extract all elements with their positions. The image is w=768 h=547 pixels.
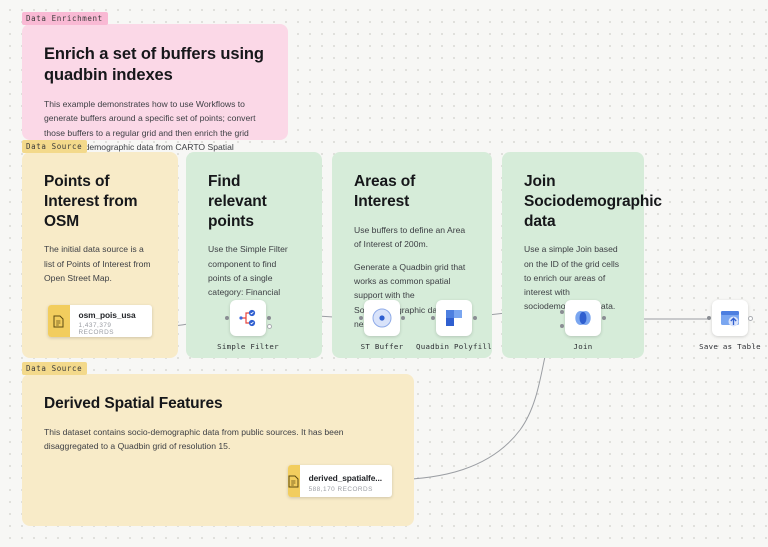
- node-label-simple-filter: Simple Filter: [217, 342, 279, 351]
- panel-derived-spatial-features[interactable]: Data Source Derived Spatial Features Thi…: [22, 362, 414, 526]
- node-output-port-quadbin-polyfill[interactable]: [473, 316, 477, 320]
- panel-body-find-relevant-points: Use the Simple Filter component to find …: [208, 242, 300, 299]
- source-card-derived-spatialfe[interactable]: derived_spatialfe... 588,170 RECORDS: [288, 465, 392, 497]
- node-box-save-as-table[interactable]: [712, 300, 748, 336]
- node-output-port-save-as-table[interactable]: [748, 316, 753, 321]
- node-box-simple-filter[interactable]: [230, 300, 266, 336]
- quadbin-grid-icon: [446, 310, 462, 326]
- source-count-derived-spatialfe: 588,170 RECORDS: [308, 485, 373, 493]
- node-join[interactable]: Join: [560, 300, 606, 351]
- panel-body-find-relevant-points-text: Use the Simple Filter component to find …: [208, 244, 288, 297]
- node-output-port-2-simple-filter[interactable]: [267, 324, 272, 329]
- source-name-osm-pois-usa: osm_pois_usa: [78, 309, 136, 320]
- panel-body-points-of-interest: The initial data source is a list of Poi…: [44, 244, 151, 283]
- panel-title-points-of-interest: Points of Interest from OSM: [44, 173, 138, 230]
- node-label-save-as-table: Save as Table: [699, 342, 761, 351]
- node-save-as-table[interactable]: Save as Table: [699, 300, 761, 351]
- node-quadbin-polyfill[interactable]: Quadbin Polyfill: [416, 300, 492, 351]
- node-label-st-buffer: ST Buffer: [360, 342, 404, 351]
- panel-title-derived-spatial-features: Derived Spatial Features: [44, 395, 223, 412]
- table-file-icon: [288, 465, 300, 497]
- node-simple-filter[interactable]: Simple Filter: [217, 300, 279, 351]
- node-input-port-2-join[interactable]: [560, 324, 564, 328]
- node-output-port-simple-filter[interactable]: [267, 316, 271, 320]
- source-count-osm-pois-usa: 1,437,379 RECORDS: [78, 322, 115, 337]
- node-input-port-1-join[interactable]: [560, 310, 564, 314]
- panel-join-sociodemographic[interactable]: Join Sociodemographic data Use a simple …: [502, 152, 662, 358]
- node-input-port-quadbin-polyfill[interactable]: [431, 316, 435, 320]
- node-output-port-join[interactable]: [602, 316, 606, 320]
- node-box-join[interactable]: [565, 300, 601, 336]
- node-output-port-st-buffer[interactable]: [401, 316, 405, 320]
- panel-tag-points-of-interest: Data Source: [22, 140, 88, 153]
- panel-title-find-relevant-points: Find relevant points: [208, 173, 267, 230]
- panel-tag-derived-spatial-features: Data Source: [22, 362, 88, 375]
- panel-body-areas-of-interest-1: Use buffers to define an Area of Interes…: [354, 224, 466, 249]
- join-venn-icon: [575, 311, 591, 325]
- source-name-derived-spatialfe: derived_spatialfe...: [308, 473, 383, 484]
- panel-title-areas-of-interest: Areas of Interest: [354, 173, 416, 210]
- node-st-buffer[interactable]: ST Buffer: [359, 300, 405, 351]
- panel-title-data-enrichment: Enrich a set of buffers using quadbin in…: [44, 45, 264, 85]
- node-label-quadbin-polyfill: Quadbin Polyfill: [416, 342, 492, 351]
- buffer-circle-icon: [372, 308, 392, 328]
- node-box-st-buffer[interactable]: [364, 300, 400, 336]
- panel-tag-data-enrichment: Data Enrichment: [22, 12, 108, 25]
- panel-title-join-sociodemographic: Join Sociodemographic data: [524, 173, 662, 230]
- node-label-join: Join: [573, 342, 593, 351]
- panel-body-derived-spatial-features: This dataset contains socio-demographic …: [44, 426, 344, 451]
- node-input-port-save-as-table[interactable]: [707, 316, 711, 320]
- split-filter-icon: [239, 309, 256, 327]
- node-input-port-st-buffer[interactable]: [359, 316, 363, 320]
- table-file-icon: [48, 305, 70, 337]
- node-box-quadbin-polyfill[interactable]: [436, 300, 472, 336]
- save-table-icon: [721, 311, 739, 327]
- source-card-osm-pois-usa[interactable]: osm_pois_usa 1,437,379 RECORDS: [48, 305, 152, 337]
- node-input-port-simple-filter[interactable]: [225, 316, 229, 320]
- panel-data-enrichment[interactable]: Data Enrichment Enrich a set of buffers …: [22, 12, 288, 166]
